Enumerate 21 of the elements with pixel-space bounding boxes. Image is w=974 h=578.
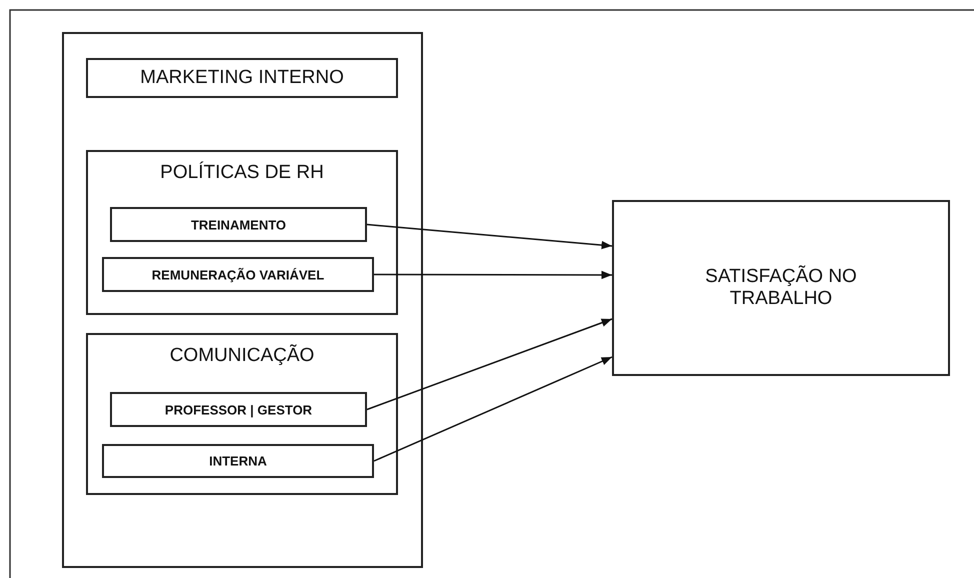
category-box (86, 150, 398, 315)
category-box (110, 207, 367, 242)
outcome-box (612, 200, 950, 376)
arrow (366, 224, 612, 250)
arrow (374, 270, 612, 280)
node-label: PROFESSOR | GESTOR (164, 402, 314, 417)
category-box (86, 333, 398, 495)
category-box (102, 444, 374, 478)
group-heading: COMUNICAÇÃO (168, 345, 316, 367)
category-box (86, 58, 398, 98)
node-label: MARKETING INTERNO (139, 67, 345, 89)
node-label: INTERNA (208, 454, 268, 468)
node-label: TREINAMENTO (190, 217, 288, 232)
group-box (62, 32, 423, 568)
group-heading: POLÍTICAS DE RH (159, 162, 325, 184)
category-box (110, 392, 367, 427)
category-box (102, 257, 374, 292)
arrow (366, 318, 612, 410)
node-label: SATISFAÇÃO NO TRABALHO (704, 266, 858, 310)
arrow (374, 356, 612, 462)
node-label: REMUNERAÇÃO VARIÁVEL (150, 267, 326, 282)
